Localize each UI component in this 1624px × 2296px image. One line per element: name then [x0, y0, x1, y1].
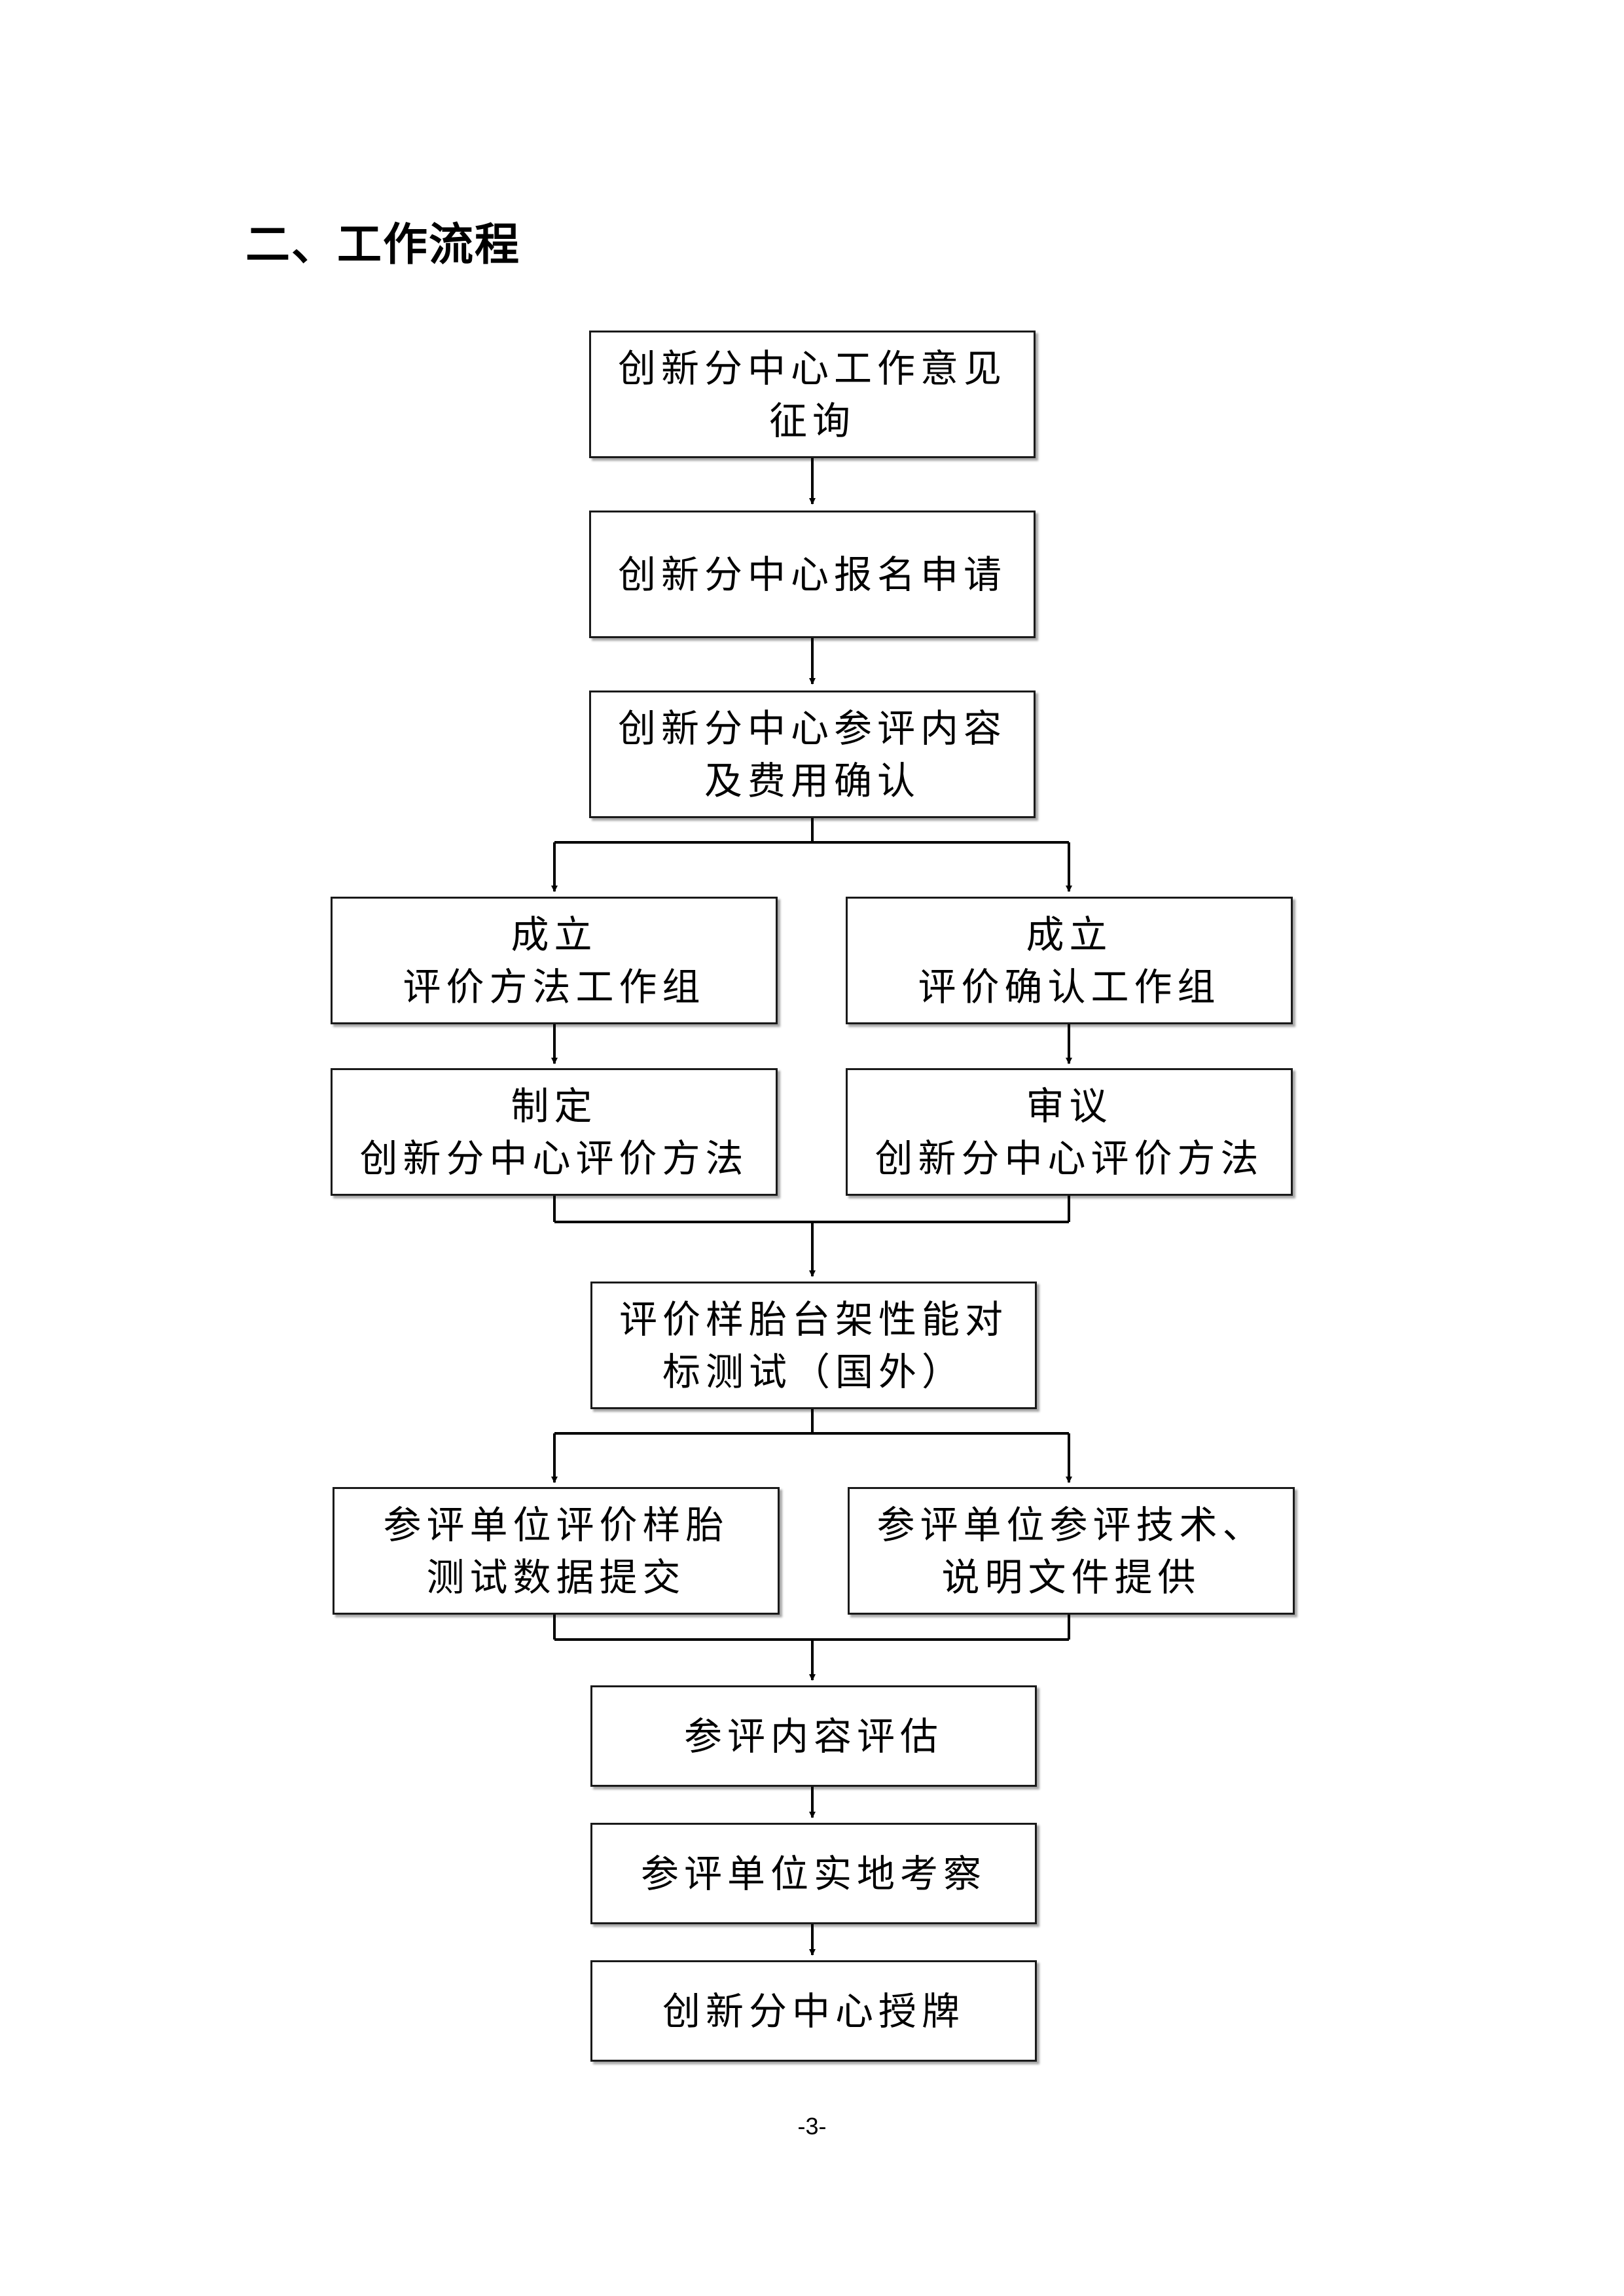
section-heading: 二、工作流程: [245, 219, 521, 271]
step-text-line1: 审议: [1026, 1083, 1113, 1128]
step-award-plaque: 创新分中心授牌: [590, 1960, 1037, 2062]
page-number: -3-: [797, 2113, 827, 2140]
step-text-line1: 创新分中心报名申请: [617, 552, 1007, 597]
step-review-method: 审议 创新分中心评价方法: [846, 1068, 1293, 1196]
step-benchmark-testing: 评价样胎台架性能对 标测试（国外）: [590, 1282, 1037, 1409]
step-submit-test-data: 参评单位评价样胎 测试数据提交: [333, 1487, 780, 1615]
step-registration-application: 创新分中心报名申请: [589, 511, 1036, 638]
step-text-line1: 制定: [511, 1083, 598, 1128]
step-text-line1: 创新分中心授牌: [662, 1988, 965, 2034]
step-text-line2: 标测试（国外）: [662, 1349, 965, 1394]
step-text-line2: 及费用确认: [704, 758, 920, 803]
step-text-line1: 成立: [511, 912, 598, 957]
step-text-line1: 参评单位评价样胎: [383, 1502, 729, 1547]
step-provide-documents: 参评单位参评技术、 说明文件提供: [848, 1487, 1295, 1615]
step-opinion-consultation: 创新分中心工作意见 征询: [589, 331, 1036, 458]
step-text-line1: 创新分中心工作意见: [617, 346, 1007, 391]
step-text-line1: 参评单位实地考察: [640, 1851, 986, 1896]
step-text-line1: 创新分中心参评内容: [617, 706, 1007, 751]
step-text-line1: 成立: [1026, 912, 1113, 957]
step-site-inspection: 参评单位实地考察: [590, 1823, 1037, 1924]
step-text-line2: 评价方法工作组: [403, 964, 706, 1009]
step-text-line1: 参评单位参评技术、: [876, 1502, 1266, 1547]
step-formulate-method: 制定 创新分中心评价方法: [331, 1068, 778, 1196]
step-content-assessment: 参评内容评估: [590, 1685, 1037, 1787]
step-text-line2: 创新分中心评价方法: [875, 1136, 1264, 1181]
step-text-line2: 评价确认工作组: [918, 964, 1221, 1009]
step-text-line2: 征询: [768, 398, 856, 443]
step-form-method-group: 成立 评价方法工作组: [331, 897, 778, 1024]
step-text-line1: 参评内容评估: [683, 1713, 943, 1759]
step-text-line1: 评价样胎台架性能对: [619, 1297, 1008, 1342]
step-text-line2: 测试数据提交: [426, 1554, 686, 1600]
step-content-fee-confirmation: 创新分中心参评内容 及费用确认: [589, 691, 1036, 818]
step-form-confirmation-group: 成立 评价确认工作组: [846, 897, 1293, 1024]
step-text-line2: 说明文件提供: [941, 1554, 1201, 1600]
step-text-line2: 创新分中心评价方法: [359, 1136, 749, 1181]
